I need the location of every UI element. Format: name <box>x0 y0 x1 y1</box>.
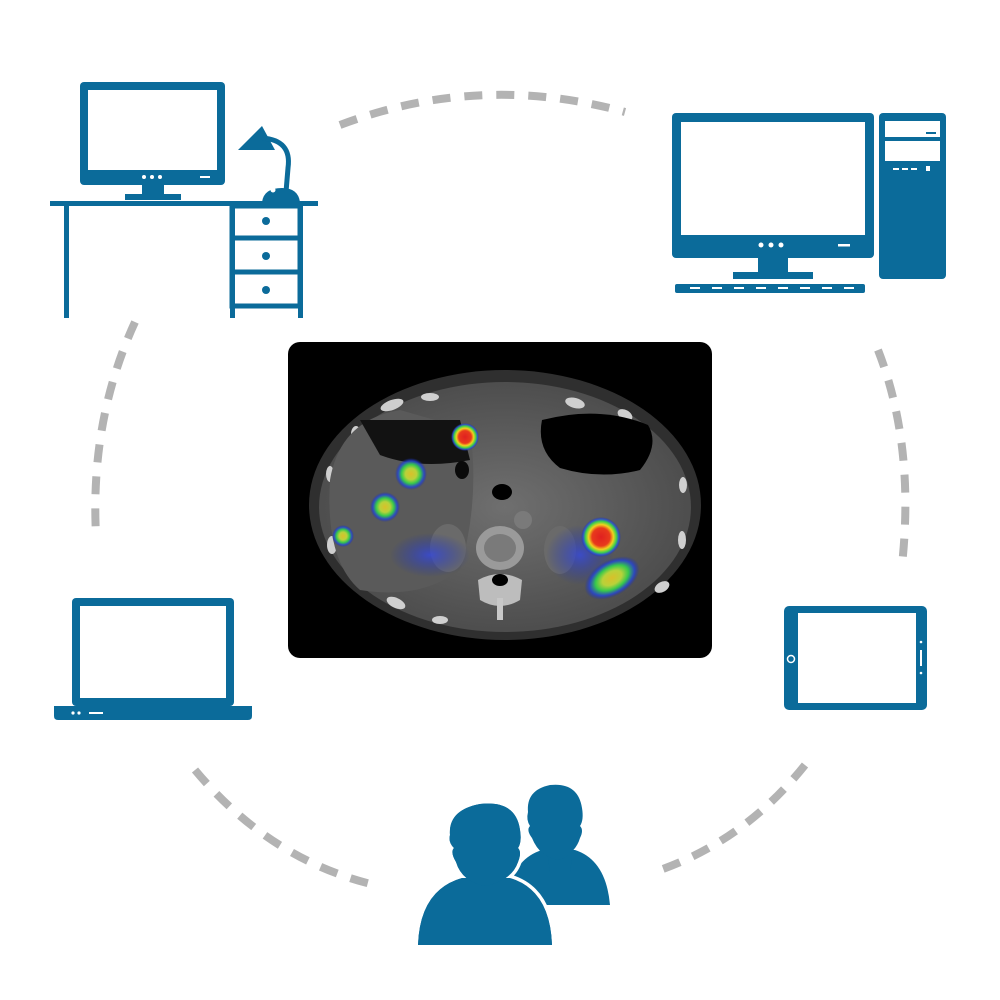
connector-ring <box>91 90 910 889</box>
connector-arc-top <box>338 90 627 129</box>
desk-with-monitor-and-lamp-icon <box>50 82 318 318</box>
connector-arc-right <box>874 348 910 566</box>
users-group-icon <box>414 784 610 949</box>
desktop-computer-with-tower-icon <box>672 113 946 293</box>
tablet-icon <box>784 606 927 710</box>
connector-arc-left <box>91 320 139 536</box>
ct-pet-fusion-scan-icon <box>288 342 712 658</box>
connector-arc-bottom-left <box>191 767 376 889</box>
laptop-icon <box>54 598 252 720</box>
connector-arc-bottom-right <box>658 762 809 874</box>
